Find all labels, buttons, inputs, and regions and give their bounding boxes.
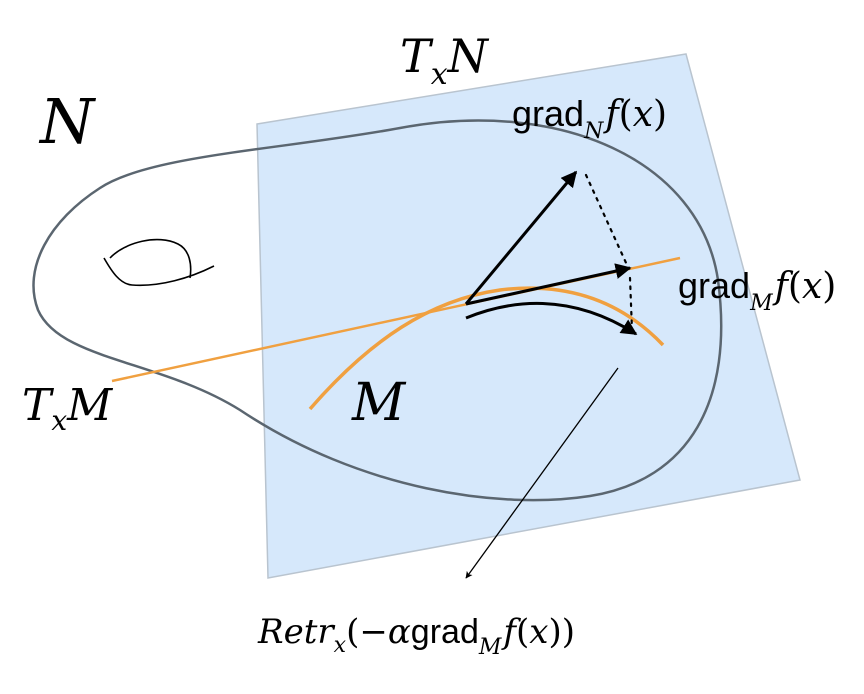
label-txn-base: T (400, 29, 434, 83)
label-grad-n-open: ( (619, 94, 633, 135)
label-grad-n-close: ) (653, 94, 667, 135)
label-retr-word-sub: M (478, 635, 502, 660)
label-retr-word: grad (411, 613, 479, 651)
label-retr-prefix: Retr (257, 612, 335, 652)
label-grad-n-word: grad (512, 93, 584, 134)
label-retr-open: ( (346, 612, 359, 652)
manifold-m-curve (308, 286, 665, 411)
label-tangent-space-m: TxM (22, 380, 113, 437)
projection-dotted-line (584, 173, 629, 267)
label-grad-n: gradNf(x) (512, 93, 667, 144)
label-retr-prefix-sub: x (334, 633, 347, 658)
label-grad-m-open: ( (788, 266, 802, 307)
label-txm-base: T (22, 380, 55, 431)
label-grad-n-sub: N (583, 119, 604, 144)
label-txn-sub: x (431, 57, 448, 92)
label-txm-sub: x (51, 404, 67, 437)
label-grad-m-word: grad (678, 265, 750, 306)
grad-m-vector (465, 263, 632, 306)
label-retraction: Retrx(−αgradMf(x)) (257, 612, 575, 660)
label-grad-m-close: ) (822, 266, 836, 307)
retraction-pointer-line (465, 367, 619, 579)
label-grad-m-sub: M (749, 291, 773, 316)
label-manifold-n: N (38, 85, 97, 158)
grad-n-vector (464, 170, 578, 305)
label-grad-m: gradMf(x) (678, 265, 836, 316)
label-txm-tail: M (66, 380, 113, 431)
label-manifold-m: M (351, 373, 407, 433)
manifold-handle-lower (103, 257, 215, 287)
label-retr-arg-open: ( (516, 612, 529, 652)
label-grad-m-arg: x (802, 266, 822, 307)
label-tangent-space-n: TxN (400, 29, 490, 92)
manifold-handle-upper (109, 238, 192, 279)
label-retr-alpha: α (388, 612, 411, 652)
label-retr-minus: − (359, 612, 388, 652)
retraction-curve-arrow (465, 302, 638, 336)
manifold-n-outline (32, 119, 723, 502)
label-txn-tail: N (447, 29, 490, 83)
label-retr-close: )) (548, 612, 575, 652)
label-grad-n-arg: x (633, 94, 653, 135)
label-retr-arg: x (529, 612, 548, 652)
